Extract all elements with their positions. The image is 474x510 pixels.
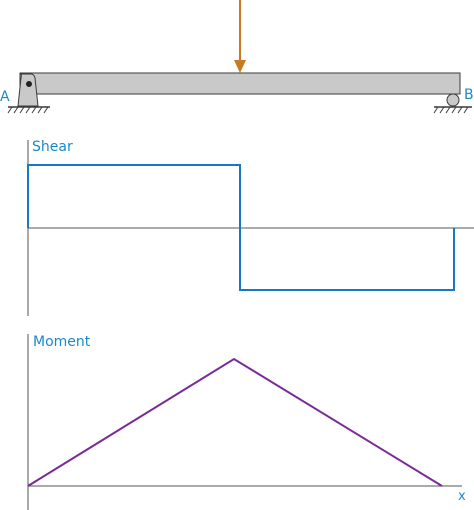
moment-panel: Moment x: [27, 334, 466, 510]
pin-support-icon: [17, 73, 39, 107]
support-a-label: A: [0, 89, 10, 105]
beam: [19, 72, 461, 95]
shear-title: Shear: [32, 139, 73, 155]
moment-title: Moment: [33, 334, 91, 350]
beam-panel: A B: [0, 0, 474, 114]
shear-panel: Shear: [27, 139, 474, 316]
x-axis-label: x: [458, 489, 466, 504]
shear-curve: [27, 164, 455, 291]
moment-curve: [27, 357, 443, 487]
down-arrow-icon: [234, 0, 246, 73]
ground-hatch-icon: [7, 106, 50, 114]
ground-hatch-icon: [433, 106, 472, 114]
roller-support-icon: [446, 93, 460, 107]
support-b-label: B: [464, 87, 474, 103]
